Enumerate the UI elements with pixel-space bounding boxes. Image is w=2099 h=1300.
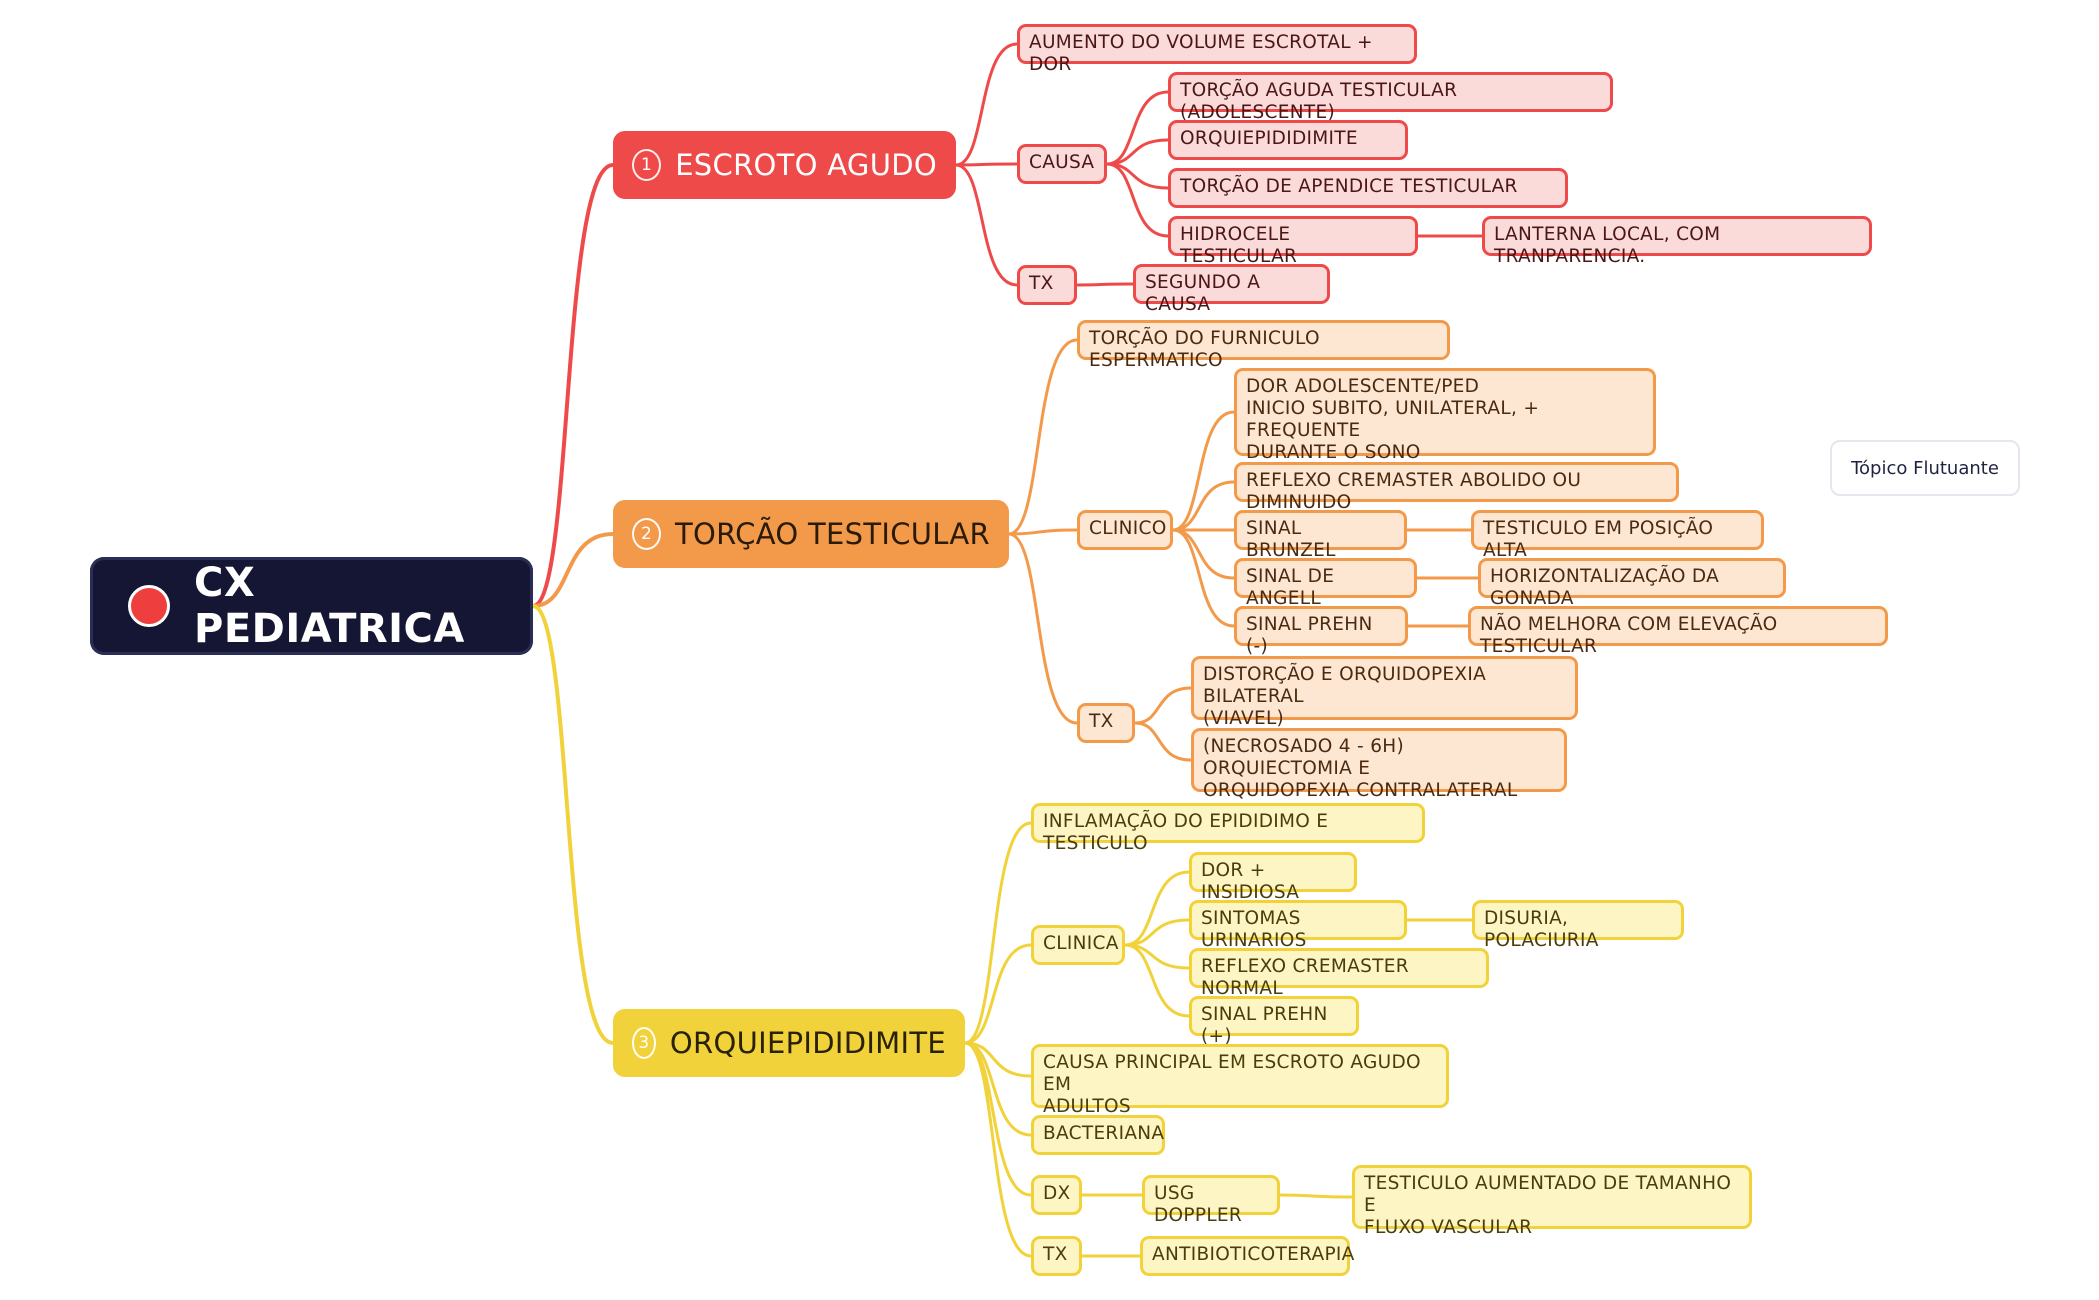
subtopic[interactable]: CLINICA bbox=[1031, 925, 1125, 965]
main-topic-label: ESCROTO AGUDO bbox=[675, 148, 937, 182]
connector-line bbox=[1007, 532, 1079, 725]
topic-number-icon: 2 bbox=[632, 518, 662, 550]
connector-line bbox=[1075, 282, 1135, 287]
subtopic[interactable]: TX bbox=[1017, 265, 1077, 305]
subtopic[interactable]: SINAL PREHN (-) bbox=[1234, 606, 1408, 657]
subtopic[interactable]: HORIZONTALIZAÇÃO DA GONADA bbox=[1478, 558, 1786, 609]
root-marker-icon bbox=[128, 585, 170, 627]
connector-line bbox=[1007, 528, 1079, 536]
subtopic[interactable]: DOR ADOLESCENTE/PED INICIO SUBITO, UNILA… bbox=[1234, 368, 1656, 463]
subtopic[interactable]: (NECROSADO 4 - 6H) ORQUIECTOMIA E ORQUID… bbox=[1191, 728, 1567, 801]
subtopic[interactable]: LANTERNA LOCAL, COM TRANPARENCIA. bbox=[1482, 216, 1872, 267]
connector-line bbox=[1171, 480, 1236, 532]
connector-line bbox=[1105, 162, 1170, 238]
subtopic[interactable]: DISURIA, POLACIURIA bbox=[1472, 900, 1684, 951]
subtopic[interactable]: DX bbox=[1031, 1175, 1082, 1215]
main-topic[interactable]: 3 ORQUIEPIDIDIMITE bbox=[613, 1009, 965, 1077]
connector-line bbox=[531, 604, 615, 1045]
main-topic[interactable]: 1 ESCROTO AGUDO bbox=[613, 131, 956, 199]
subtopic[interactable]: USG DOPPLER bbox=[1142, 1175, 1280, 1226]
subtopic[interactable]: AUMENTO DO VOLUME ESCROTAL + DOR bbox=[1017, 24, 1417, 75]
subtopic[interactable]: TX bbox=[1077, 703, 1135, 743]
subtopic[interactable]: TESTICULO AUMENTADO DE TAMANHO E FLUXO V… bbox=[1352, 1165, 1752, 1238]
connector-line bbox=[1133, 686, 1193, 725]
floating-topic[interactable]: Tópico Flutuante bbox=[1830, 440, 2020, 496]
connector-line bbox=[963, 821, 1033, 1045]
connector-line bbox=[954, 42, 1019, 167]
subtopic[interactable]: TX bbox=[1031, 1236, 1082, 1276]
subtopic[interactable]: TESTICULO EM POSIÇÃO ALTA bbox=[1471, 510, 1764, 561]
connector-line bbox=[963, 1041, 1033, 1258]
main-topic-label: ORQUIEPIDIDIMITE bbox=[669, 1026, 946, 1060]
connector-line bbox=[1007, 338, 1079, 536]
subtopic[interactable]: CLINICO bbox=[1077, 510, 1173, 550]
connector-line bbox=[954, 162, 1019, 167]
connector-line bbox=[963, 943, 1033, 1045]
subtopic[interactable]: DOR + INSIDIOSA bbox=[1189, 852, 1357, 903]
subtopic[interactable]: NÃO MELHORA COM ELEVAÇÃO TESTICULAR bbox=[1468, 606, 1888, 657]
connector-line bbox=[963, 1041, 1033, 1137]
subtopic[interactable]: SINAL PREHN (+) bbox=[1189, 996, 1359, 1047]
subtopic[interactable]: BACTERIANA bbox=[1031, 1115, 1165, 1155]
connector-line bbox=[1123, 918, 1191, 947]
subtopic[interactable]: CAUSA PRINCIPAL EM ESCROTO AGUDO EM ADUL… bbox=[1031, 1044, 1449, 1117]
connector-line bbox=[1123, 943, 1191, 1018]
subtopic[interactable]: TORÇÃO DE APENDICE TESTICULAR bbox=[1168, 168, 1568, 208]
connector-line bbox=[1171, 410, 1236, 532]
main-topic[interactable]: 2 TORÇÃO TESTICULAR bbox=[613, 500, 1009, 568]
subtopic[interactable]: ANTIBIOTICOTERAPIA bbox=[1140, 1236, 1354, 1276]
subtopic[interactable]: DISTORÇÃO E ORQUIDOPEXIA BILATERAL (VIAV… bbox=[1191, 656, 1578, 729]
connector-line bbox=[954, 163, 1019, 287]
subtopic[interactable]: INFLAMAÇÃO DO EPIDIDIMO E TESTICULO bbox=[1031, 803, 1425, 854]
topic-number-icon: 1 bbox=[632, 149, 662, 181]
root-topic[interactable]: CX PEDIATRICA bbox=[90, 557, 533, 655]
root-topic-label: CX PEDIATRICA bbox=[194, 560, 465, 652]
connector-line bbox=[531, 532, 615, 608]
connector-line bbox=[1105, 90, 1170, 166]
subtopic[interactable]: SINTOMAS URINARIOS bbox=[1189, 900, 1407, 951]
subtopic[interactable]: REFLEXO CREMASTER NORMAL bbox=[1189, 948, 1489, 999]
subtopic[interactable]: TORÇÃO AGUDA TESTICULAR (ADOLESCENTE) bbox=[1168, 72, 1613, 123]
connector-line bbox=[1123, 870, 1191, 947]
main-topic-label: TORÇÃO TESTICULAR bbox=[675, 517, 990, 551]
connector-line bbox=[1133, 721, 1193, 762]
subtopic[interactable]: CAUSA bbox=[1017, 144, 1107, 184]
subtopic[interactable]: SINAL DE ANGELL bbox=[1234, 558, 1417, 609]
subtopic[interactable]: SINAL BRUNZEL bbox=[1234, 510, 1407, 561]
subtopic[interactable]: TORÇÃO DO FURNICULO ESPERMATICO bbox=[1077, 320, 1450, 371]
connector-line bbox=[1278, 1193, 1354, 1199]
connector-line bbox=[1171, 528, 1236, 628]
subtopic[interactable]: HIDROCELE TESTICULAR bbox=[1168, 216, 1418, 267]
connector-line bbox=[531, 163, 615, 608]
subtopic[interactable]: ORQUIEPIDIDIMITE bbox=[1168, 120, 1408, 160]
connector-line bbox=[1171, 528, 1236, 580]
subtopic[interactable]: REFLEXO CREMASTER ABOLIDO OU DIMINUIDO bbox=[1234, 462, 1679, 513]
topic-number-icon: 3 bbox=[632, 1027, 656, 1059]
subtopic[interactable]: SEGUNDO A CAUSA bbox=[1133, 264, 1330, 315]
